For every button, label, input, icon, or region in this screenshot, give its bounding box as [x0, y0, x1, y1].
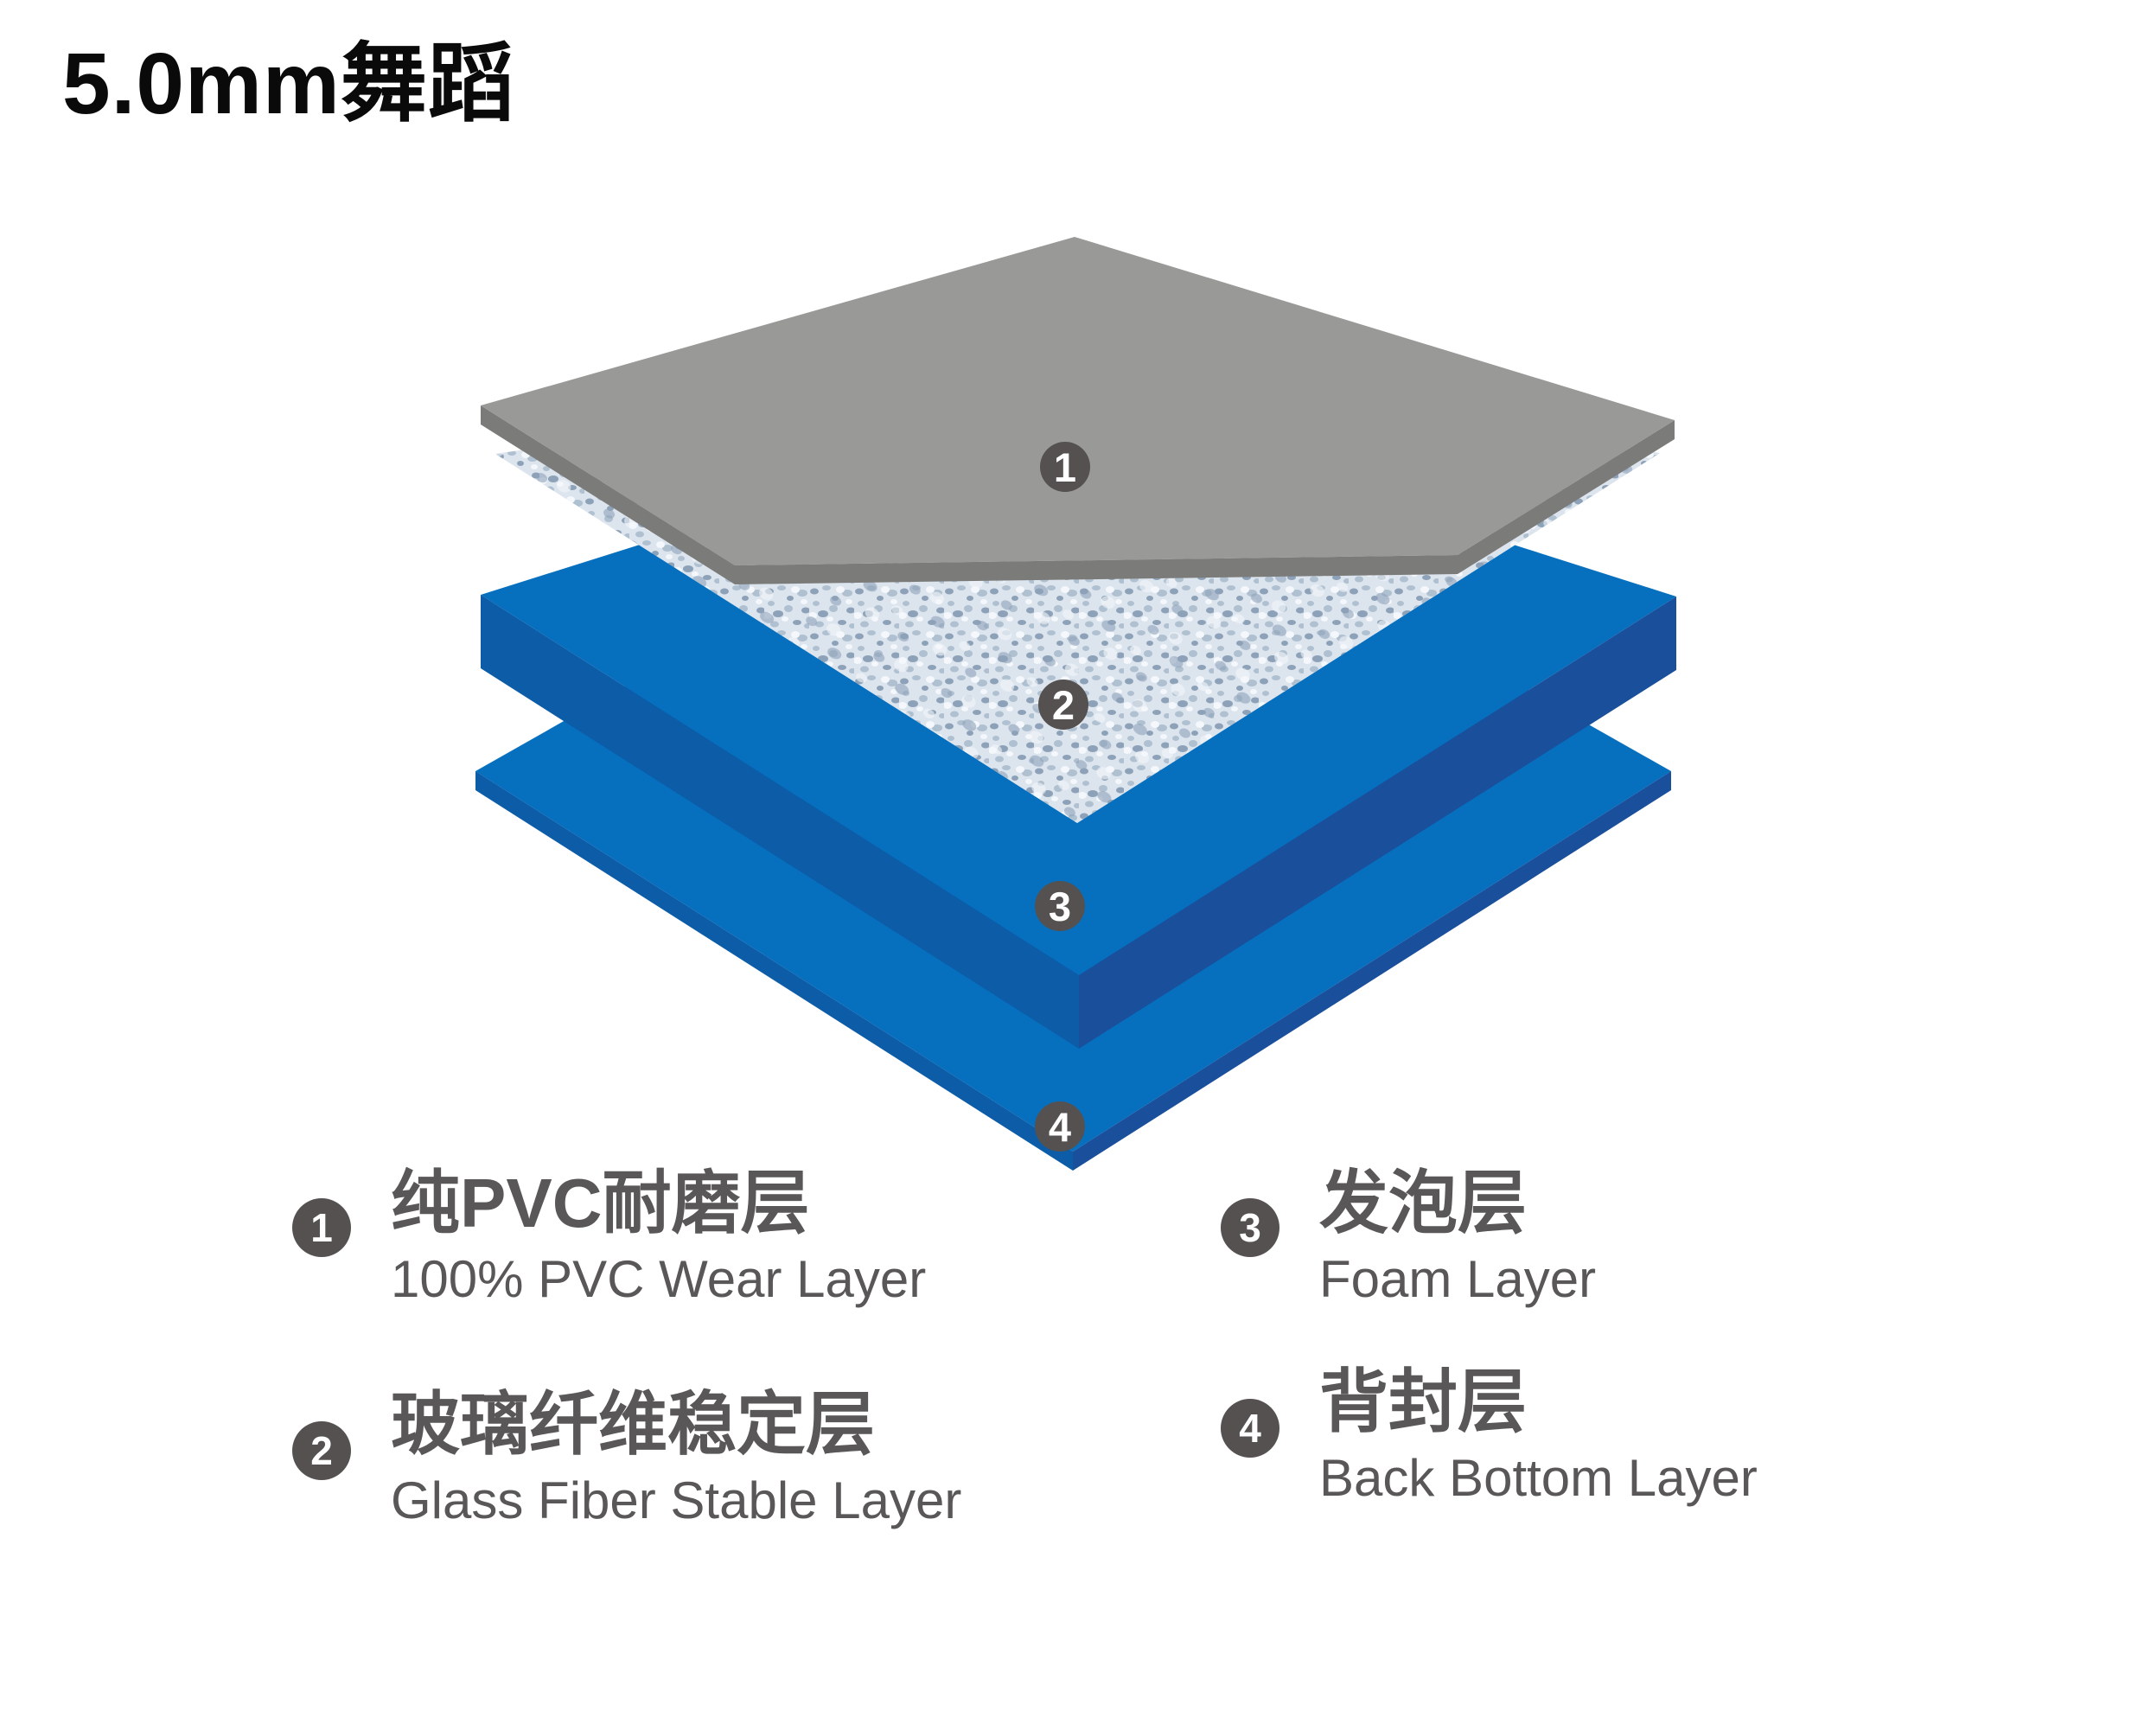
legend-en-foam: Foam Layer [1319, 1250, 1597, 1308]
badge-number-3: 3 [1049, 884, 1071, 929]
badge-number-4: 4 [1049, 1104, 1071, 1150]
back-bottom-right-side-face [1073, 771, 1671, 1171]
legend-zh-pvc-wear: 纯PVC耐磨层 [391, 1165, 810, 1241]
legend-badge-4: 4 [1221, 1399, 1279, 1458]
legend-text-back-bottom: 背封层 Back Bottom Layer [1319, 1368, 1758, 1504]
legend-zh-foam: 发泡层 [1319, 1165, 1527, 1241]
legend-en-glass-fiber: Glass Fiber Stable Layer [391, 1471, 962, 1529]
badge-circle-1 [1040, 442, 1090, 492]
legend-zh-glass-fiber: 玻璃纤维稳定层 [391, 1386, 875, 1463]
page-title: 5.0mm舞蹈 [62, 35, 515, 132]
legend-badge-3: 3 [1221, 1198, 1279, 1257]
legend-zh-back-bottom: 背封层 [1319, 1363, 1527, 1440]
badge-number-2: 2 [1052, 682, 1075, 728]
diagram-badge-2: 2 [1038, 680, 1088, 730]
legend-badge-1: 1 [292, 1198, 351, 1257]
legend-en-pvc-wear: 100% PVC Wear Layer [391, 1250, 927, 1308]
pvc-wear-top-face [481, 237, 1675, 565]
legend-item-pvc-wear: 1 纯PVC耐磨层 100% PVC Wear Layer [292, 1169, 926, 1305]
badge-circle-3 [1035, 881, 1085, 931]
badge-circle-4 [1035, 1101, 1085, 1152]
legend-badge-2: 2 [292, 1421, 351, 1480]
legend-text-glass-fiber: 玻璃纤维稳定层 Glass Fiber Stable Layer [391, 1390, 961, 1527]
badge-number-1: 1 [1054, 444, 1076, 490]
legend-item-back-bottom: 4 背封层 Back Bottom Layer [1221, 1368, 1758, 1504]
legend-text-pvc-wear: 纯PVC耐磨层 100% PVC Wear Layer [391, 1169, 926, 1305]
badge-circle-2 [1038, 680, 1088, 730]
foam-left-side-face [481, 595, 1079, 1049]
diagram-badge-3: 3 [1035, 881, 1085, 931]
pvc-wear-layer-graphic [481, 237, 1675, 584]
diagram-badge-1: 1 [1040, 442, 1090, 492]
legend-text-foam: 发泡层 Foam Layer [1319, 1169, 1596, 1305]
legend-item-foam: 3 发泡层 Foam Layer [1221, 1169, 1596, 1305]
back-bottom-left-side-face [475, 771, 1073, 1171]
legend-item-glass-fiber: 2 玻璃纤维稳定层 Glass Fiber Stable Layer [292, 1390, 961, 1527]
diagram-badge-4: 4 [1035, 1101, 1085, 1152]
foam-right-side-face [1079, 597, 1676, 1049]
legend-en-back-bottom: Back Bottom Layer [1319, 1449, 1758, 1507]
